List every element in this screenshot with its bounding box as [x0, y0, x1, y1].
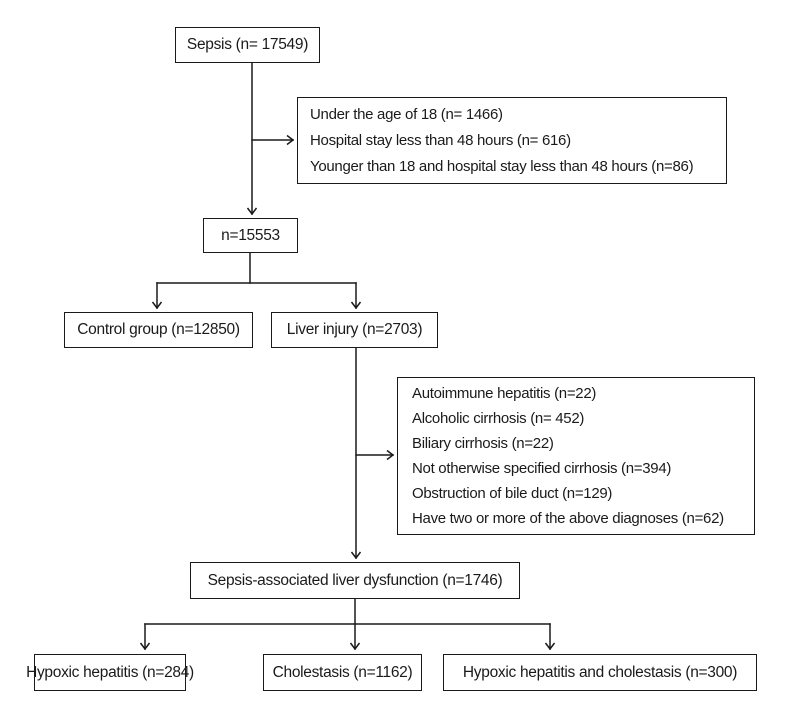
node-control-group: Control group (n=12850)	[64, 312, 253, 348]
exclusion-line: Younger than 18 and hospital stay less t…	[310, 157, 694, 175]
node-hypoxic-hepatitis-and-cholestasis: Hypoxic hepatitis and cholestasis (n=300…	[443, 654, 757, 691]
node-exclusions-2: Autoimmune hepatitis (n=22) Alcoholic ci…	[397, 377, 755, 535]
exclusion-line: Obstruction of bile duct (n=129)	[412, 485, 613, 502]
node-eligible-count: n=15553	[203, 218, 298, 253]
node-exclusions-1: Under the age of 18 (n= 1466) Hospital s…	[297, 97, 727, 184]
node-cholestasis: Cholestasis (n=1162)	[263, 654, 422, 691]
node-sepsis-associated-liver-dysfunction: Sepsis-associated liver dysfunction (n=1…	[190, 562, 520, 599]
exclusion-line: Biliary cirrhosis (n=22)	[412, 435, 554, 452]
node-sepsis: Sepsis (n= 17549)	[175, 27, 320, 63]
node-liver-injury: Liver injury (n=2703)	[271, 312, 438, 348]
exclusion-line: Have two or more of the above diagnoses …	[412, 510, 724, 527]
exclusion-line: Under the age of 18 (n= 1466)	[310, 105, 503, 123]
exclusion-line: Autoimmune hepatitis (n=22)	[412, 385, 597, 402]
node-hypoxic-hepatitis: Hypoxic hepatitis (n=284)	[26, 654, 194, 691]
exclusion-line: Hospital stay less than 48 hours (n= 616…	[310, 131, 571, 149]
exclusion-line: Not otherwise specified cirrhosis (n=394…	[412, 460, 672, 477]
exclusion-line: Alcoholic cirrhosis (n= 452)	[412, 410, 585, 427]
